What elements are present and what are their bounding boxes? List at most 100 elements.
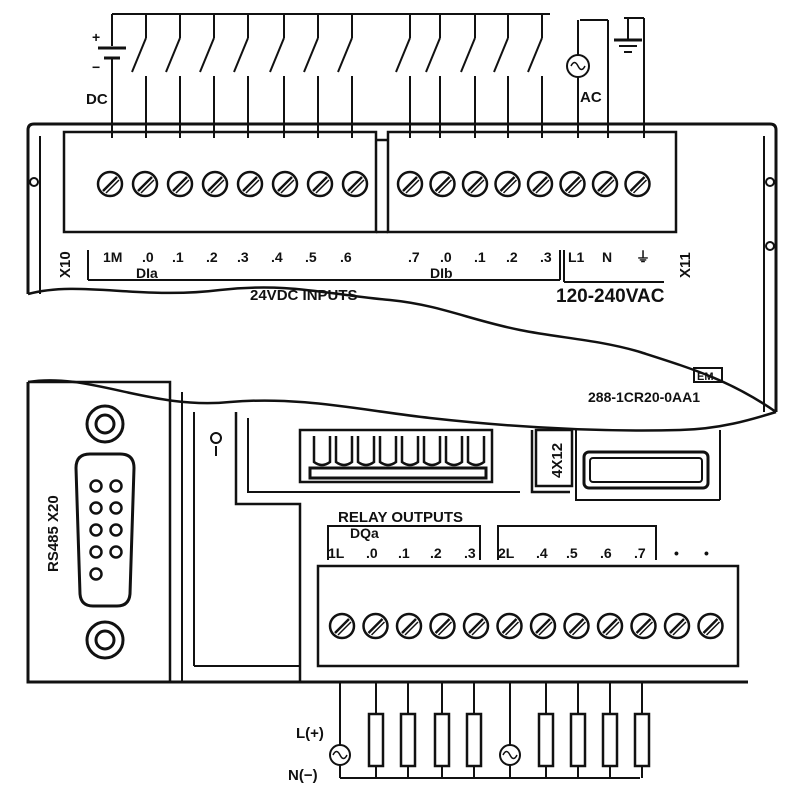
load-resistor <box>537 682 555 778</box>
inputs-title: 24VDC INPUTS <box>250 287 358 304</box>
output-screw-terminal <box>395 612 423 640</box>
db9-pin <box>109 479 123 493</box>
status-led-icon <box>210 432 222 456</box>
output-terminal-label: • <box>704 545 709 561</box>
switch-contact <box>269 14 285 138</box>
comb-tooth <box>444 436 464 467</box>
input-screw-terminal <box>559 170 586 198</box>
dc-battery-symbol <box>98 14 126 138</box>
comb-tooth <box>378 436 398 467</box>
comb-tooth <box>466 436 486 467</box>
input-terminal-label: .1 <box>474 249 486 265</box>
output-screw-terminal <box>663 612 691 640</box>
output-screw-terminal <box>429 612 456 640</box>
input-screw-terminal <box>96 170 124 198</box>
input-terminal-label: .6 <box>340 249 352 265</box>
output-screw-terminal <box>529 612 557 640</box>
output-terminal-block <box>316 564 740 668</box>
comb-tooth <box>334 436 354 467</box>
relay-outputs-title: RELAY OUTPUTS <box>338 509 463 526</box>
input-switches <box>131 14 543 138</box>
output-terminal-label: .4 <box>536 545 548 561</box>
output-terminal-label: .0 <box>366 545 378 561</box>
load-resistor <box>367 682 385 778</box>
db9-pin <box>89 567 103 581</box>
input-screw-terminal <box>461 170 489 198</box>
input-screw-terminal <box>236 170 264 198</box>
switch-contact <box>233 14 249 138</box>
comb-connector <box>298 428 494 484</box>
rs485-port <box>28 380 183 682</box>
dc-plus-label: + <box>92 29 100 45</box>
input-terminal-label: 1M <box>103 249 122 265</box>
input-terminal-label: .4 <box>271 249 283 265</box>
l-plus-label: L(+) <box>296 725 324 742</box>
input-terminal-label: .3 <box>237 249 249 265</box>
output-terminal-label: .5 <box>566 545 578 561</box>
input-screw-terminal <box>396 170 424 198</box>
output-terminal-label: .6 <box>600 545 612 561</box>
switch-contact <box>337 14 353 138</box>
dc-label: DC <box>86 91 108 108</box>
input-screw-terminal <box>526 170 554 198</box>
output-terminal-label: 1L <box>328 545 345 561</box>
switch-contact <box>460 14 476 138</box>
input-terminal-label: ⏚ <box>636 249 650 265</box>
ground-icon <box>614 17 645 138</box>
load-resistor <box>633 682 651 778</box>
output-terminal-label: .3 <box>464 545 476 561</box>
input-screw-terminal <box>429 170 456 198</box>
load-resistor <box>433 682 451 778</box>
device-housing <box>26 122 778 684</box>
rs485-port-label: RS485 X20 <box>45 495 62 572</box>
db9-pin <box>89 523 103 537</box>
input-screws <box>96 170 651 198</box>
input-screw-terminal <box>306 170 334 198</box>
db9-pin <box>109 545 123 559</box>
input-terminal-label: N <box>602 249 612 265</box>
inner-panels <box>193 412 721 682</box>
group-dia-label: DIa <box>136 265 158 281</box>
connector-x11-label: X11 <box>677 252 694 278</box>
em-badge: EM <box>697 371 714 383</box>
output-screw-terminal <box>630 612 657 640</box>
bottom-wiring <box>329 681 651 779</box>
break-line-top <box>27 286 777 414</box>
output-terminal-label: .7 <box>634 545 646 561</box>
switch-contact <box>303 14 319 138</box>
output-screws <box>328 612 724 640</box>
input-screw-terminal <box>201 170 229 198</box>
output-screw-terminal <box>462 612 490 640</box>
input-screw-terminal <box>131 170 159 198</box>
load-resistor <box>601 682 619 778</box>
db9-pin <box>89 545 103 559</box>
input-screw-terminal <box>591 170 619 198</box>
switch-contact <box>425 14 441 138</box>
n-minus-label: N(−) <box>288 767 318 784</box>
dc-minus-label: − <box>92 59 100 75</box>
top-wiring: + − DC AC <box>86 13 645 138</box>
input-terminal-block <box>62 130 678 283</box>
switch-contact <box>527 14 543 138</box>
expansion-slot <box>582 450 710 490</box>
input-screw-terminal <box>494 170 521 198</box>
comb-tooth <box>356 436 376 467</box>
input-terminal-label: .0 <box>440 249 452 265</box>
output-screw-terminal <box>697 612 724 640</box>
db9-pin <box>109 501 123 515</box>
ac-source-symbol <box>566 19 609 138</box>
output-screw-terminal <box>328 612 356 640</box>
connector-x10-label: X10 <box>57 251 74 278</box>
input-terminal-label: .2 <box>506 249 518 265</box>
switch-contact <box>131 14 147 138</box>
switch-contact <box>199 14 215 138</box>
group-dqa-label: DQa <box>350 525 379 541</box>
input-screw-terminal <box>341 170 369 198</box>
output-terminal-label: 2L <box>498 545 515 561</box>
switch-contact <box>493 14 509 138</box>
input-terminal-label: .1 <box>172 249 184 265</box>
load-resistor <box>465 682 483 778</box>
output-terminal-label: • <box>674 545 679 561</box>
